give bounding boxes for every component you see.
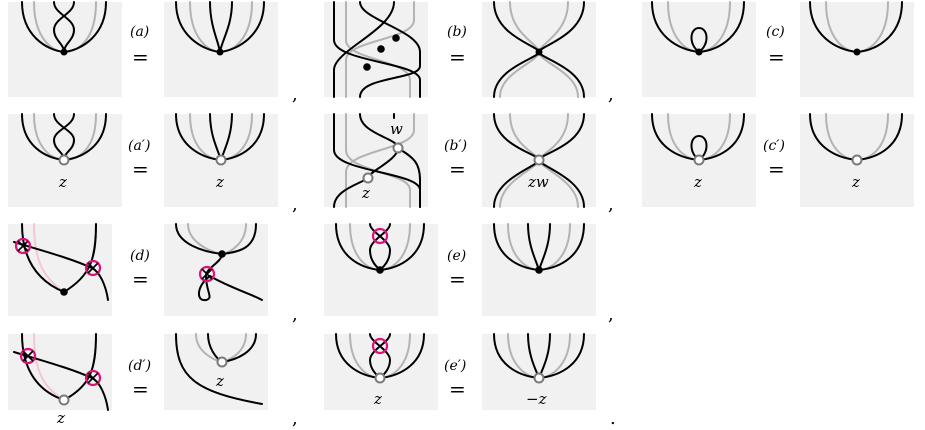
panel-e-prime-right: −z bbox=[482, 333, 596, 410]
panel-d-prime-right: z bbox=[164, 333, 268, 410]
equals-sign: = bbox=[449, 157, 466, 181]
panel-b-right bbox=[482, 1, 596, 98]
relation-label-d: (d) bbox=[130, 248, 150, 264]
vertex-label-z: z bbox=[215, 372, 224, 390]
equals-sign: = bbox=[449, 377, 466, 401]
separator-comma: , bbox=[292, 194, 298, 215]
relation-label-d-prime: (d′) bbox=[128, 358, 151, 374]
panel-e-right bbox=[482, 223, 596, 316]
relation-label-c: (c) bbox=[766, 24, 785, 40]
relation-label-b: (b) bbox=[447, 24, 467, 40]
separator-comma: , bbox=[292, 84, 298, 105]
relation-label-c-prime: (c′) bbox=[763, 138, 785, 154]
panel-a-left bbox=[8, 1, 122, 97]
vertex-label-z: z bbox=[851, 173, 860, 191]
panel-b-prime-left: w z bbox=[324, 113, 428, 208]
separator-comma: , bbox=[608, 194, 614, 215]
equals-sign: = bbox=[132, 45, 149, 69]
panel-d-prime-left: z bbox=[8, 333, 112, 427]
vertex-label-z: z bbox=[58, 173, 67, 191]
equals-sign: = bbox=[132, 157, 149, 181]
vertex-label-z: z bbox=[56, 409, 65, 427]
relation-label-b-prime: (b′) bbox=[444, 138, 467, 154]
panel-e-prime-left: z bbox=[324, 333, 438, 410]
panel-d-left bbox=[8, 223, 112, 316]
separator-comma: , bbox=[292, 304, 298, 325]
equals-sign: = bbox=[132, 377, 149, 401]
panel-b-prime-right: zw bbox=[482, 113, 596, 208]
panel-c-left bbox=[642, 1, 756, 97]
panel-c-prime-left: z bbox=[642, 113, 756, 207]
panel-a-prime-left: z bbox=[8, 113, 122, 207]
panel-c-right bbox=[800, 1, 914, 97]
panel-d-right bbox=[164, 223, 268, 316]
panel-e-left bbox=[324, 223, 438, 316]
vertex-label-z: z bbox=[693, 173, 702, 191]
vertex-label-zw: zw bbox=[527, 173, 549, 191]
equals-sign: = bbox=[449, 267, 466, 291]
vertex-label-neg-z: −z bbox=[526, 390, 547, 408]
equals-sign: = bbox=[768, 157, 785, 181]
vertex-label-z: z bbox=[361, 184, 370, 202]
vertex-label-z: z bbox=[373, 390, 382, 408]
relation-label-a: (a) bbox=[130, 24, 149, 40]
panel-c-prime-right: z bbox=[800, 113, 914, 207]
separator-comma: , bbox=[608, 84, 614, 105]
relation-label-e: (e) bbox=[447, 248, 466, 264]
equals-sign: = bbox=[449, 45, 466, 69]
separator-comma: , bbox=[292, 408, 298, 429]
vertex-label-z: z bbox=[215, 173, 224, 191]
separator-period: . bbox=[610, 408, 616, 429]
panel-a-prime-right: z bbox=[164, 113, 278, 207]
panel-b-left bbox=[324, 1, 428, 98]
relation-label-a-prime: (a′) bbox=[128, 138, 150, 154]
vertex-label-w: w bbox=[390, 120, 403, 138]
panel-a-right bbox=[164, 1, 278, 97]
separator-comma: , bbox=[608, 304, 614, 325]
equals-sign: = bbox=[132, 267, 149, 291]
relation-label-e-prime: (e′) bbox=[444, 358, 466, 374]
equals-sign: = bbox=[768, 45, 785, 69]
